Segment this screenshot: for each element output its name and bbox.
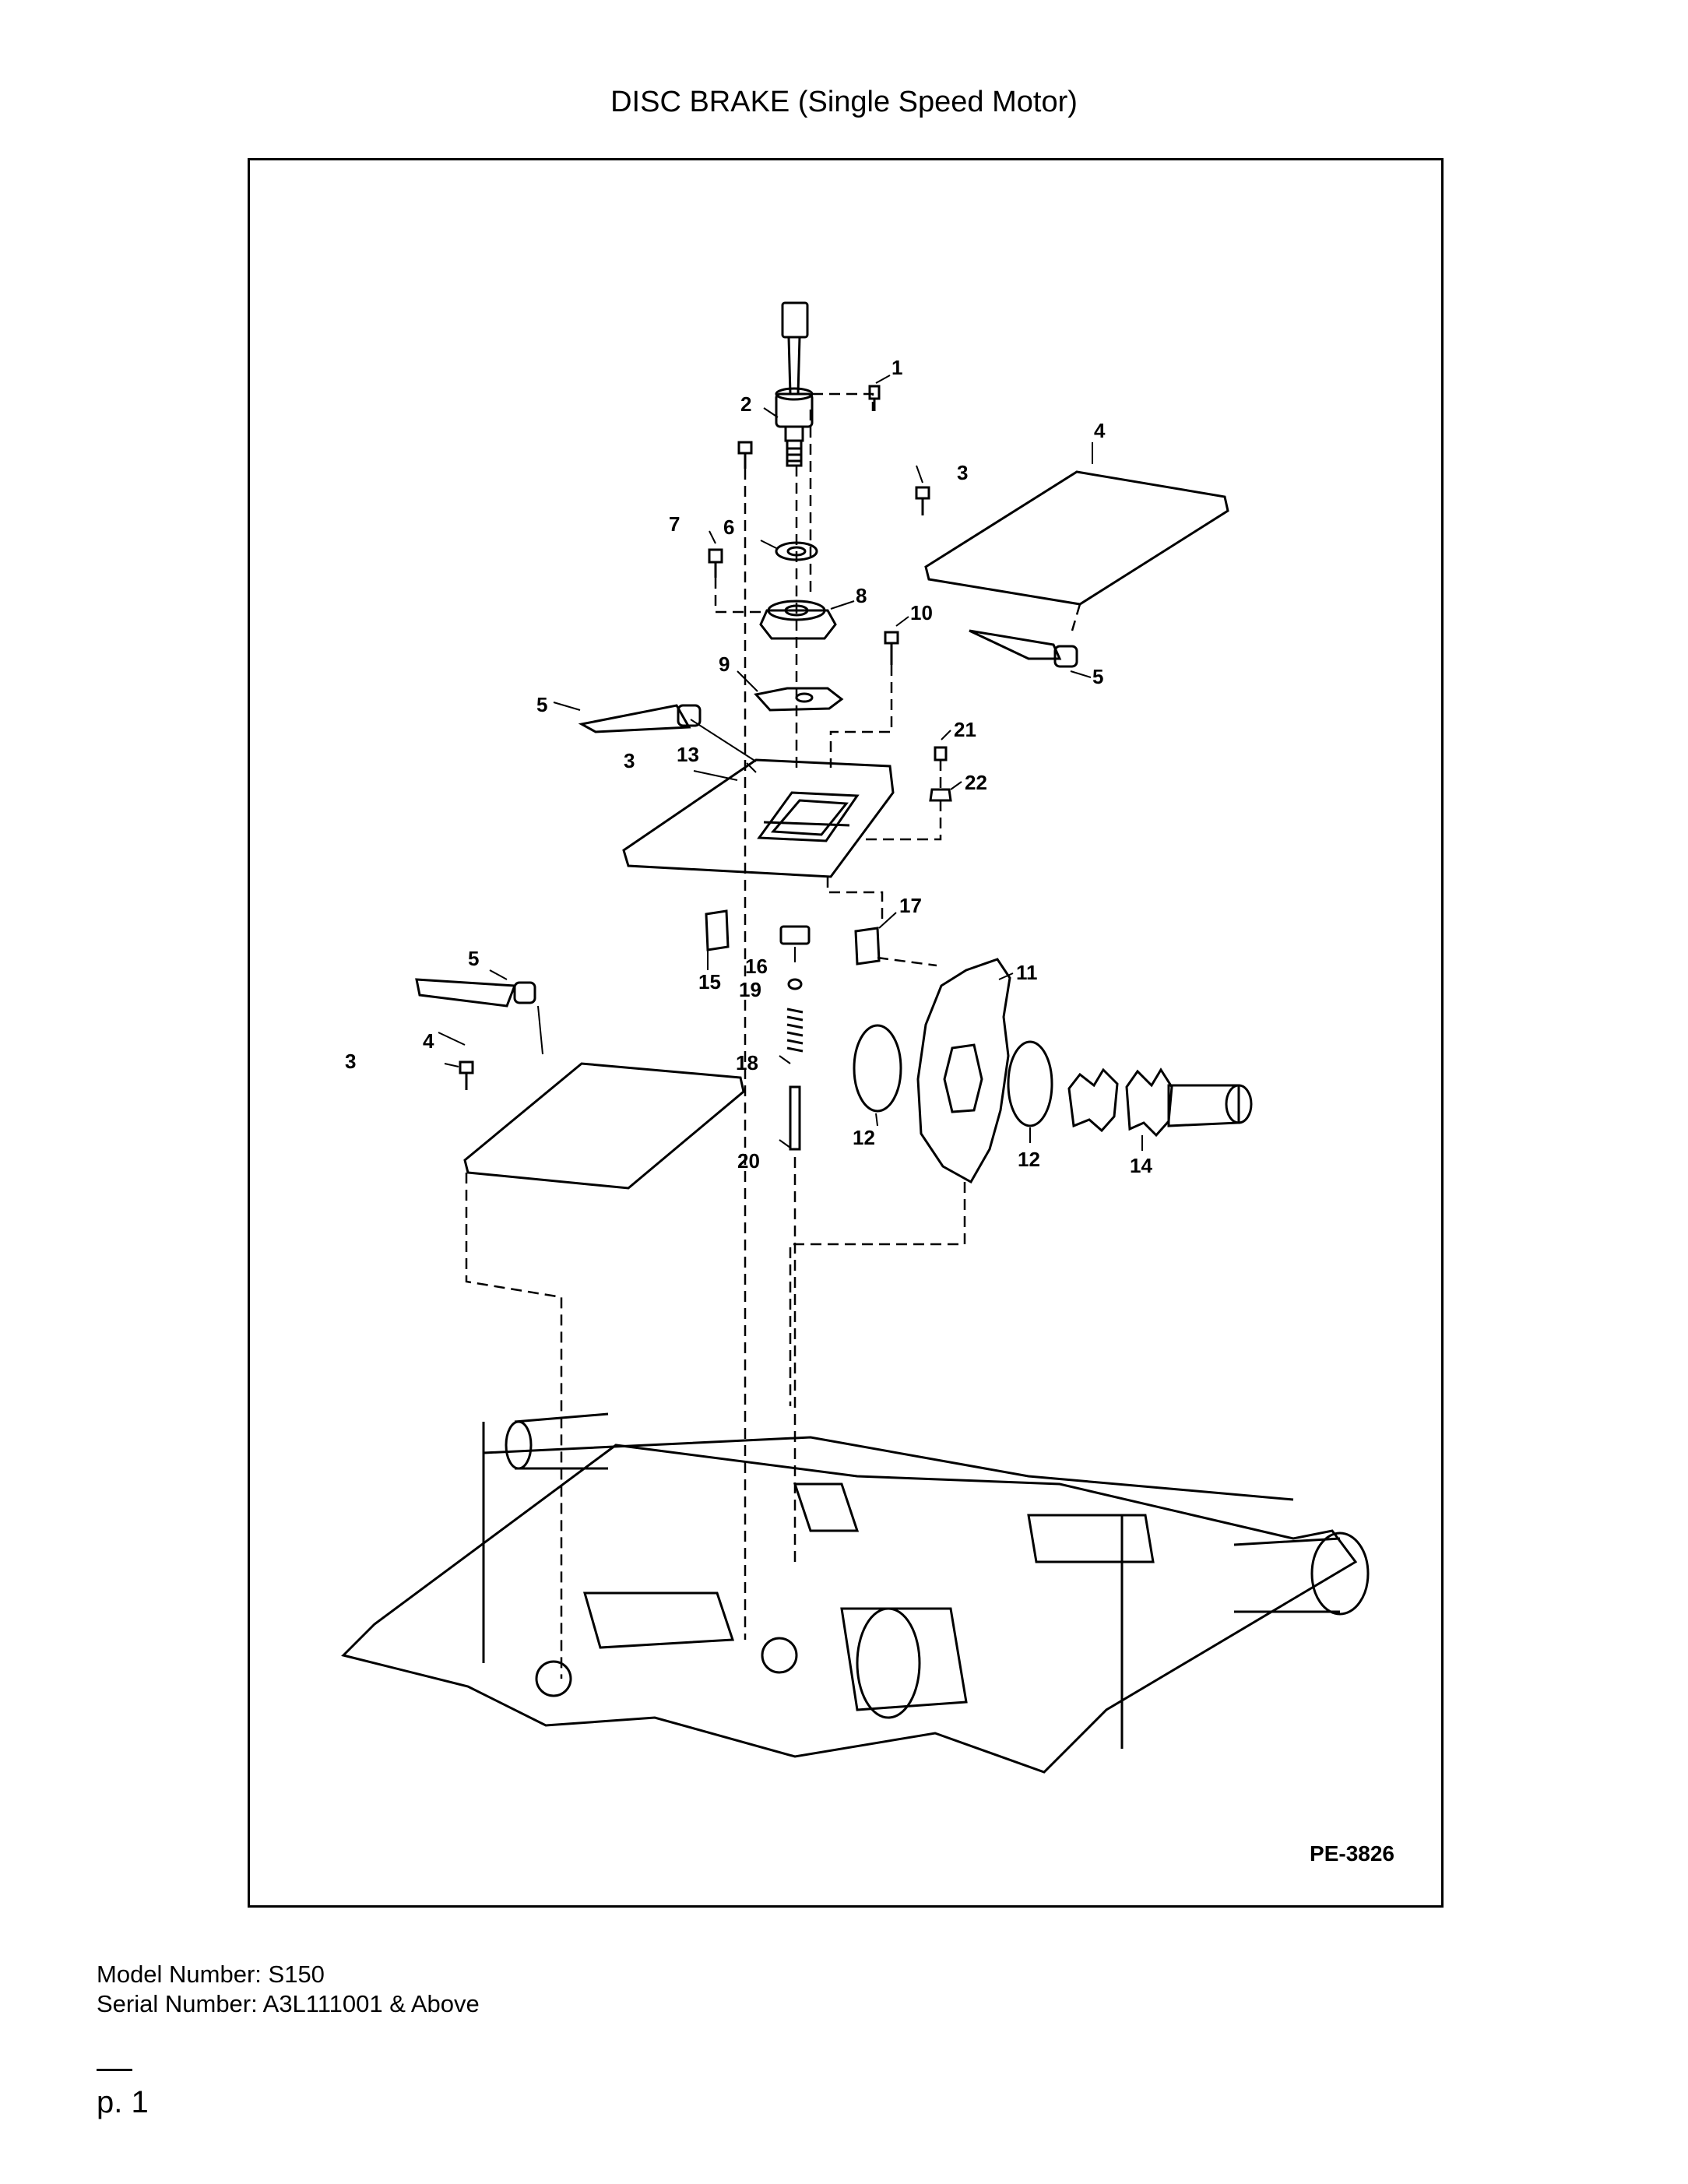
serial-number: Serial Number: A3L111001 & Above bbox=[97, 1990, 480, 2017]
sealant-tube-part-5-center bbox=[578, 704, 691, 733]
part-15 bbox=[705, 909, 730, 951]
page-title: DISC BRAKE (Single Speed Motor) bbox=[610, 86, 1078, 118]
callout-11: 11 bbox=[1016, 961, 1038, 984]
callout-8: 8 bbox=[856, 584, 867, 607]
sealant-tube-part-5-right bbox=[969, 629, 1062, 660]
callout-15: 15 bbox=[698, 970, 721, 994]
callout-13: 13 bbox=[677, 743, 699, 766]
pin-part-20 bbox=[789, 1085, 801, 1151]
callout-labels: 1 2 4 3 7 6 8 10 9 5 5 21 3 13 22 17 5 1… bbox=[345, 356, 1152, 1177]
callout-5-center: 5 bbox=[536, 693, 547, 716]
callout-2: 2 bbox=[740, 392, 751, 416]
callout-3-left: 3 bbox=[345, 1050, 356, 1073]
callout-18: 18 bbox=[736, 1051, 758, 1074]
brake-disc-part-11 bbox=[916, 958, 1011, 1184]
callout-5-right: 5 bbox=[1092, 665, 1103, 688]
assembly-lines bbox=[465, 392, 1081, 1679]
retaining-ring-part-12-left bbox=[853, 1024, 902, 1113]
callout-12-right: 12 bbox=[1018, 1148, 1040, 1171]
screw-part-1 bbox=[868, 385, 881, 400]
callout-10: 10 bbox=[910, 601, 933, 624]
callout-9: 9 bbox=[719, 652, 730, 676]
callout-3-top: 3 bbox=[957, 461, 968, 484]
callout-20: 20 bbox=[737, 1149, 760, 1173]
callout-7: 7 bbox=[669, 512, 680, 536]
callout-4-left: 4 bbox=[423, 1029, 434, 1053]
sealant-tube-part-5-left bbox=[415, 978, 517, 1008]
cover-plate-part-4-top bbox=[924, 470, 1229, 606]
callout-14: 14 bbox=[1130, 1154, 1152, 1177]
page-number: p. 1 bbox=[97, 2085, 149, 2119]
callout-22: 22 bbox=[965, 771, 987, 794]
callout-3-center: 3 bbox=[624, 749, 635, 772]
figure-reference: PE-3826 bbox=[1310, 1841, 1394, 1866]
diagram-frame: 1 2 4 3 7 6 8 10 9 5 5 21 3 13 22 17 5 1… bbox=[248, 158, 1444, 1908]
machine-frame-assembly bbox=[341, 1412, 1370, 1774]
retaining-ring-part-12-right bbox=[1007, 1040, 1053, 1127]
callout-17: 17 bbox=[899, 894, 922, 917]
valve-body-part-8 bbox=[759, 600, 837, 640]
callout-6: 6 bbox=[723, 515, 734, 539]
callout-12-left: 12 bbox=[853, 1126, 875, 1149]
motor-part-14 bbox=[1067, 1067, 1253, 1138]
exploded-parts-diagram: 1 2 4 3 7 6 8 10 9 5 5 21 3 13 22 17 5 1… bbox=[341, 301, 1370, 1774]
callout-19: 19 bbox=[739, 978, 761, 1001]
leader-lines bbox=[438, 375, 1143, 1151]
callout-16: 16 bbox=[745, 955, 768, 978]
solenoid-part bbox=[775, 301, 814, 467]
cover-plate-part-4-left bbox=[463, 1062, 745, 1190]
part-17 bbox=[854, 927, 881, 965]
callout-1: 1 bbox=[891, 356, 902, 379]
part-16 bbox=[779, 925, 811, 945]
page-divider bbox=[97, 2069, 132, 2071]
callout-21: 21 bbox=[954, 718, 976, 741]
manifold-plate-part-13 bbox=[622, 758, 895, 878]
model-number: Model Number: S150 bbox=[97, 1961, 325, 1988]
callout-5-left: 5 bbox=[468, 947, 479, 970]
callout-4-top: 4 bbox=[1094, 419, 1106, 442]
gasket-part-9 bbox=[754, 687, 844, 712]
